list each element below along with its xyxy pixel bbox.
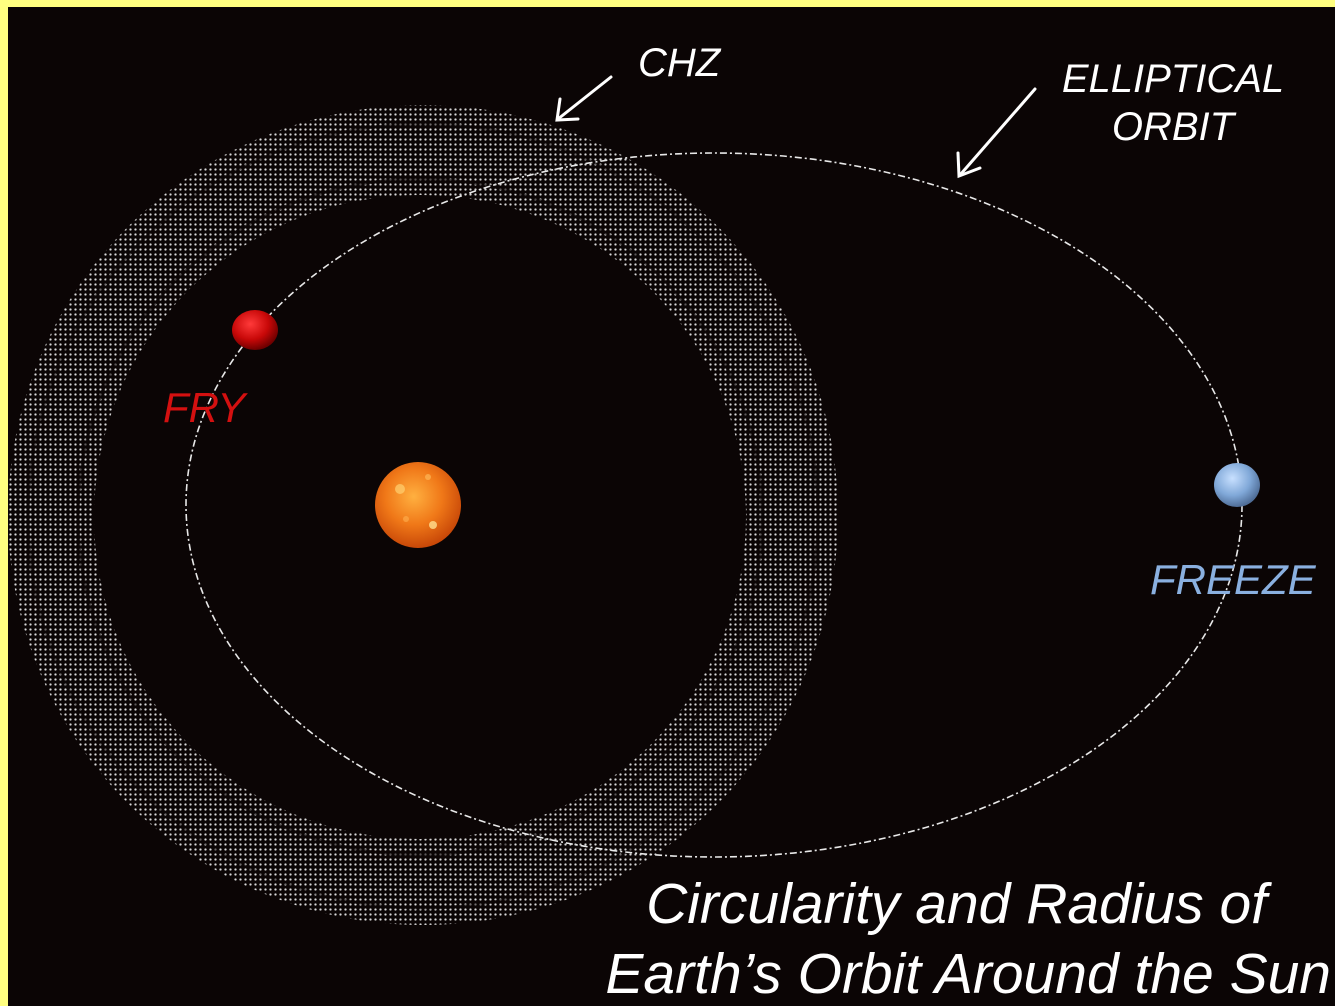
- chz-label: CHZ: [638, 41, 721, 85]
- chz-arrow-icon: [555, 75, 613, 122]
- diagram-caption: Circularity and Radius of Earth’s Orbit …: [551, 869, 1331, 1006]
- sun-icon: [375, 462, 461, 548]
- caption-line-2: Earth’s Orbit Around the Sun: [605, 942, 1331, 1006]
- freeze-label: FREEZE: [1150, 556, 1316, 603]
- orbit-diagram: [8, 75, 1260, 925]
- caption-line-1: Circularity and Radius of: [646, 872, 1267, 936]
- fry-label: FRY: [163, 384, 246, 431]
- orbit-arrow-icon: [956, 87, 1037, 179]
- elliptical-orbit-label-line1: ELLIPTICAL: [1061, 57, 1285, 101]
- diagram-canvas: CHZ ELLIPTICAL ORBIT FRY FREEZE Circular…: [8, 7, 1335, 1006]
- red-planet-icon: [232, 310, 278, 350]
- blue-planet-icon: [1214, 463, 1260, 507]
- chz-inner-band: [76, 177, 764, 857]
- elliptical-orbit-label-line2: ORBIT: [1111, 105, 1235, 149]
- elliptical-orbit-label: ELLIPTICAL ORBIT: [1048, 55, 1298, 151]
- chz-outer-band: [26, 122, 820, 910]
